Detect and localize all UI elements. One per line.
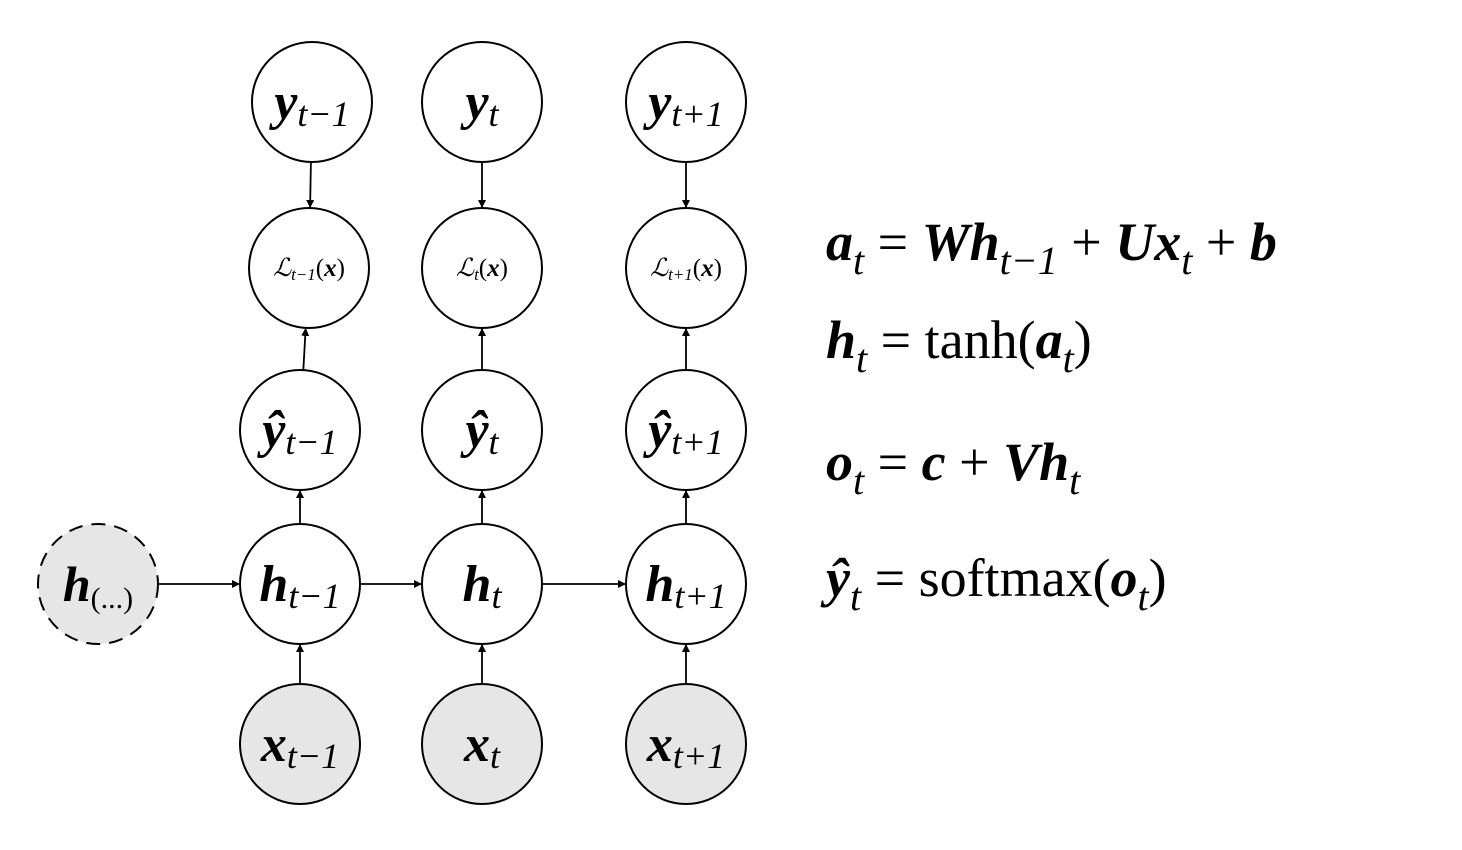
node-circle [625, 369, 747, 491]
h-t-node: ht [421, 523, 543, 645]
node-label: ht−1 [259, 556, 340, 617]
loss-t-plus-1-node: ℒt+1(x) [625, 207, 747, 329]
y-hat-t-minus-1-node: ŷt−1 [239, 369, 361, 491]
node-label: xt [463, 716, 501, 777]
equation-h: ht = tanh(at) [826, 310, 1092, 381]
y-hat-t-plus-1-node: ŷt+1 [625, 369, 747, 491]
equation-o: ot = c + Vht [826, 432, 1081, 503]
h-dots-node: h(...) [37, 523, 159, 645]
node-circle [421, 523, 543, 645]
node-circle [625, 207, 747, 329]
x-t-minus-1-node: xt−1 [239, 683, 361, 805]
node-circle [421, 369, 543, 491]
loss-t-node: ℒt(x) [421, 207, 543, 329]
node-circle [421, 683, 543, 805]
x-t-plus-1-node: xt+1 [625, 683, 747, 805]
node-circle [625, 41, 747, 163]
equation-y-hat: ŷt = softmax(ot) [820, 548, 1167, 619]
node-circle [37, 523, 159, 645]
node-circle [248, 207, 370, 329]
node-label: ℒt+1(x) [650, 255, 722, 284]
edge-y-tm1-to-L-tm1 [306, 161, 315, 209]
x-t-node: xt [421, 683, 543, 805]
node-circle [239, 369, 361, 491]
node-circle [421, 41, 543, 163]
node-label: ℒt(x) [456, 255, 508, 284]
equation-a: at = Wht−1 + Uxt + b [826, 212, 1277, 283]
node-circle [421, 207, 543, 329]
node-circle [239, 523, 361, 645]
node-label: ht+1 [645, 556, 726, 617]
h-t-plus-1-node: ht+1 [625, 523, 747, 645]
y-t-node: yt [421, 41, 543, 163]
node-label: ℒt−1(x) [273, 255, 345, 284]
edge-yh-tm1-to-L-tm1 [301, 327, 310, 371]
y-hat-t-node: ŷt [421, 369, 543, 491]
h-t-minus-1-node: ht−1 [239, 523, 361, 645]
y-t-plus-1-node: yt+1 [625, 41, 747, 163]
node-circle [239, 683, 361, 805]
node-label: xt+1 [646, 716, 725, 777]
node-circle [625, 523, 747, 645]
node-label: h(...) [63, 556, 133, 615]
node-circle [625, 683, 747, 805]
node-label: xt−1 [260, 716, 339, 777]
loss-t-minus-1-node: ℒt−1(x) [248, 207, 370, 329]
node-label: ht [463, 556, 503, 617]
node-circle [251, 41, 373, 163]
y-t-minus-1-node: yt−1 [251, 41, 373, 163]
